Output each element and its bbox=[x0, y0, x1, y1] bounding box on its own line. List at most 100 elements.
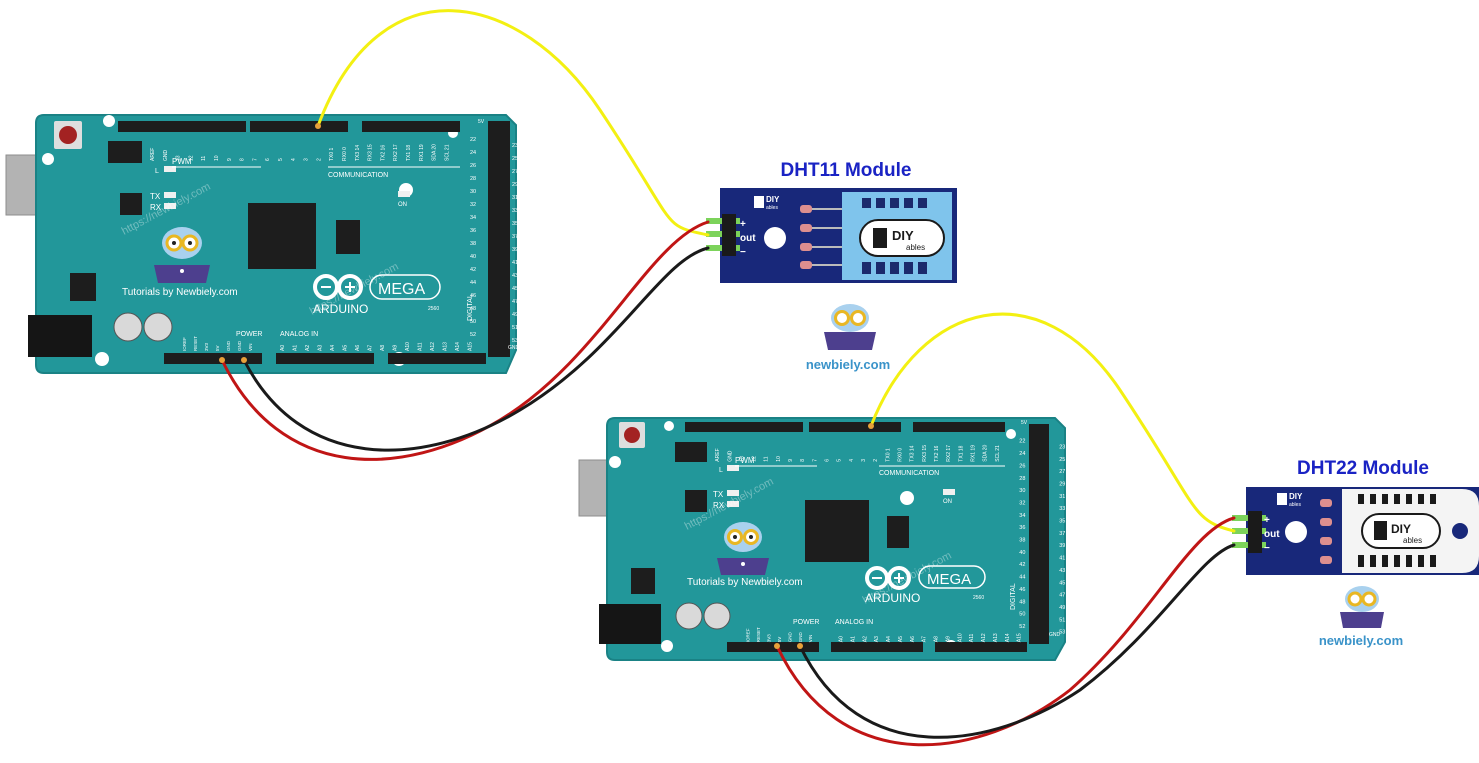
pin-label: A1 bbox=[850, 636, 856, 642]
pin-label: 9 bbox=[788, 459, 794, 462]
header-digital bbox=[1029, 424, 1049, 644]
owl-mascot-icon bbox=[154, 227, 210, 283]
newbiely-mascot-icon bbox=[824, 304, 876, 350]
mount-hole bbox=[95, 352, 109, 366]
mount-hole bbox=[661, 640, 673, 652]
wire-signal-dht11 bbox=[316, 9, 710, 237]
pin-label: 46 bbox=[470, 293, 476, 299]
rx-label: RX bbox=[150, 203, 162, 212]
mega-label: MEGA bbox=[927, 571, 971, 588]
pin-label: 29 bbox=[1059, 481, 1065, 487]
newbiely-label: newbiely.com bbox=[806, 357, 890, 372]
pin-label: TX1 18 bbox=[406, 145, 412, 161]
digital-label: DIGITAL bbox=[1010, 583, 1017, 610]
pin-label: 39 bbox=[512, 247, 518, 253]
pin-label: A1 bbox=[293, 345, 299, 351]
pin-label: A8 bbox=[934, 636, 940, 642]
pin-plus-label: + bbox=[1264, 515, 1270, 526]
sensor-grille bbox=[1358, 494, 1436, 567]
pin-label: TX0 1 bbox=[885, 448, 891, 462]
pin-label: A6 bbox=[355, 345, 361, 351]
pin-minus-label: − bbox=[1264, 543, 1270, 554]
pin-label: 7 bbox=[812, 459, 818, 462]
led-l bbox=[164, 166, 176, 172]
led-rx bbox=[164, 203, 176, 209]
pin-label: 23 bbox=[512, 143, 518, 149]
pin-label: 3V3 bbox=[204, 342, 209, 351]
arduino-logo-text: ARDUINO bbox=[865, 591, 920, 605]
pin-label: 31 bbox=[1059, 494, 1065, 500]
pin-label: 40 bbox=[470, 254, 476, 260]
svg-text:ables: ables bbox=[1289, 502, 1301, 508]
header-top-right bbox=[362, 121, 460, 132]
pin-label: A15 bbox=[1017, 633, 1023, 642]
pwm-label: PWM bbox=[735, 456, 755, 465]
svg-text:DIY: DIY bbox=[766, 195, 780, 204]
power-label: POWER bbox=[793, 619, 819, 626]
capacitor bbox=[113, 312, 143, 342]
pin-label: A11 bbox=[969, 633, 975, 642]
analog-in-label: ANALOG IN bbox=[280, 331, 318, 338]
pin-label: A9 bbox=[945, 636, 951, 642]
diyables-small-logo-icon: DIY ables bbox=[754, 195, 780, 211]
header-analog-1 bbox=[831, 642, 923, 652]
dht22-module: + out − DIY ables DIY ables bbox=[1232, 487, 1479, 575]
pin-label: 45 bbox=[1059, 580, 1065, 586]
gnd-label: GND bbox=[508, 345, 520, 351]
pin-out-label: out bbox=[740, 233, 756, 244]
pin-label: 8 bbox=[800, 459, 806, 462]
pin-label: RX1 19 bbox=[970, 445, 976, 462]
pin-label: 31 bbox=[512, 195, 518, 201]
pin-label: IOREF bbox=[746, 628, 751, 642]
pin-label: 26 bbox=[470, 163, 476, 169]
pin-label: A2 bbox=[862, 636, 868, 642]
pin-label: 27 bbox=[512, 169, 518, 175]
pin-label: 42 bbox=[470, 267, 476, 273]
pin-label: 3 bbox=[861, 459, 867, 462]
pin-label: GND bbox=[727, 450, 733, 462]
newbiely-label: newbiely.com bbox=[1319, 633, 1403, 648]
pin-label: 3 bbox=[304, 158, 310, 161]
diyables-small-logo-icon: DIY ables bbox=[1277, 492, 1303, 508]
header-analog-2 bbox=[388, 353, 486, 364]
pin-label: A5 bbox=[898, 636, 904, 642]
newbiely-mascot-icon bbox=[1340, 586, 1384, 628]
pin-label: 53 bbox=[512, 338, 518, 344]
pin-label: 22 bbox=[1019, 439, 1025, 445]
header-power bbox=[164, 353, 262, 364]
pin-label: A13 bbox=[993, 633, 999, 642]
pin-label: RX2 17 bbox=[946, 445, 952, 462]
wires bbox=[220, 9, 1236, 747]
reset-button-cap bbox=[624, 427, 640, 443]
pin-label: A4 bbox=[886, 636, 892, 642]
on-label: ON bbox=[398, 202, 407, 208]
pin-label: A2 bbox=[305, 345, 311, 351]
pin-label: 34 bbox=[470, 215, 476, 221]
pin-label: 5 bbox=[837, 459, 843, 462]
pin-label: 49 bbox=[512, 312, 518, 318]
pin-label: TX2 16 bbox=[380, 145, 386, 161]
arduino-infinity-icon bbox=[865, 566, 911, 590]
sensor-grille bbox=[862, 198, 927, 274]
arduino-mega-board-2: PWM L TX RX ON COMMUNICATION POWER ANALO… bbox=[578, 417, 1066, 661]
pin-label: 47 bbox=[1059, 593, 1065, 599]
resistor-array bbox=[1320, 499, 1332, 564]
header-power bbox=[727, 642, 819, 652]
led-l bbox=[727, 465, 739, 471]
pin-label: AREF bbox=[715, 448, 721, 461]
pin-label: RX0 0 bbox=[342, 147, 348, 161]
pin-minus-label: − bbox=[740, 247, 746, 258]
mount-hole bbox=[103, 115, 115, 127]
led-tx bbox=[727, 490, 739, 496]
pin-label: 47 bbox=[512, 299, 518, 305]
pin-label: A0 bbox=[839, 636, 845, 642]
pin-label: A10 bbox=[957, 633, 963, 642]
pin-label: 3V3 bbox=[766, 634, 771, 643]
header-top-mid bbox=[250, 121, 348, 132]
capacitor bbox=[143, 312, 173, 342]
mount-hole bbox=[664, 421, 674, 431]
wire-power-dht22 bbox=[775, 516, 1236, 747]
